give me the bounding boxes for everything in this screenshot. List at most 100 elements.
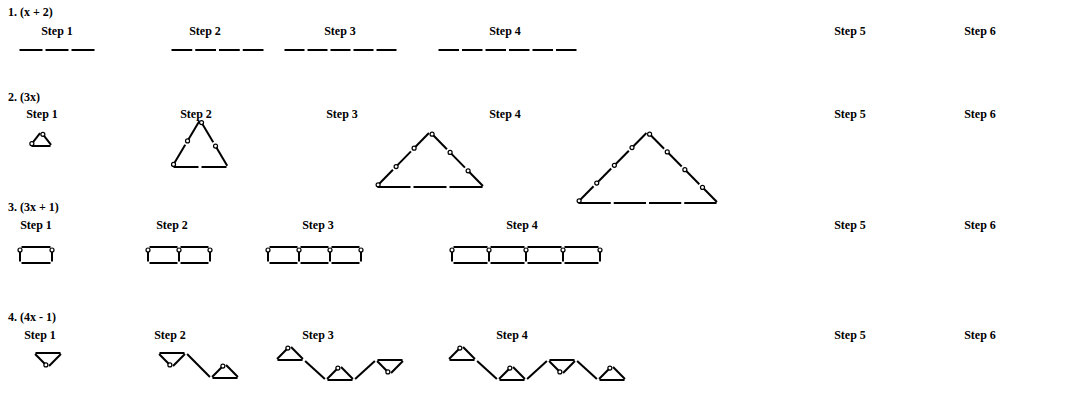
step-label: Step 5 [834, 218, 866, 232]
matchstick [701, 186, 717, 202]
match-head [18, 248, 22, 252]
matchstick [599, 367, 611, 379]
matchstick [563, 361, 575, 373]
step-label: Step 2 [156, 218, 188, 232]
matchstick [614, 202, 646, 204]
matchstick [454, 262, 488, 264]
matchstick [20, 49, 43, 51]
match-head [44, 363, 48, 367]
matchstick [150, 262, 178, 264]
matchstick [556, 49, 577, 51]
match-head [648, 132, 652, 136]
matchstick [360, 249, 362, 262]
pattern-label: 3. (3x + 1) [8, 200, 59, 214]
step-label: Step 3 [324, 24, 356, 38]
match-head [386, 370, 390, 374]
match-head [41, 132, 45, 136]
matchstick [666, 151, 682, 167]
matchstick [499, 367, 511, 379]
step-label: Step 3 [302, 328, 334, 342]
matchstick [565, 262, 599, 264]
matchstick [509, 49, 530, 51]
matchstick [577, 361, 597, 379]
match-head [700, 185, 704, 189]
pattern-label: 1. (x + 2) [8, 5, 53, 19]
matchstick [528, 246, 562, 248]
matchstick [491, 246, 525, 248]
match-head [208, 248, 212, 252]
matchstick [181, 246, 209, 248]
matchstick [72, 49, 95, 51]
matchstick [36, 352, 61, 354]
matchstick [51, 249, 53, 262]
matchstick [527, 361, 547, 379]
match-head [200, 121, 204, 125]
matchstick [173, 354, 185, 366]
match-head [168, 363, 172, 367]
matchstick [613, 151, 629, 167]
matchstick [305, 361, 325, 379]
match-head [430, 132, 434, 136]
matchstick [46, 49, 69, 51]
step-label: Step 6 [964, 24, 996, 38]
matchstick [209, 249, 211, 262]
matchstick [35, 354, 47, 366]
matchstick [301, 262, 329, 264]
step-label: Step 1 [20, 218, 52, 232]
step-label: Step 4 [489, 107, 521, 121]
matchstick [243, 49, 264, 51]
matchstick [172, 49, 193, 51]
matchstick [377, 361, 389, 373]
pattern-label: 2. (3x) [8, 90, 40, 104]
matchstick [463, 347, 475, 359]
step-label: Step 1 [26, 107, 58, 121]
matchstick [219, 49, 240, 51]
step-label: Step 6 [964, 107, 996, 121]
matchstick [467, 170, 483, 186]
matchstick [150, 246, 178, 248]
match-head [214, 144, 218, 148]
matchstick [354, 49, 374, 51]
matchstick [178, 249, 180, 262]
matchstick [449, 151, 465, 167]
matchstick [649, 202, 681, 204]
matchstick [631, 133, 647, 149]
step-label: Step 3 [302, 218, 334, 232]
matchstick [213, 377, 238, 379]
match-head [50, 248, 54, 252]
match-head [286, 346, 290, 350]
matchstick [355, 361, 375, 379]
match-head [558, 370, 562, 374]
step-label: Step 3 [326, 107, 358, 121]
match-head [394, 165, 398, 169]
step-label: Step 2 [189, 24, 221, 38]
pattern-label: 4. (4x - 1) [8, 310, 56, 324]
match-head [608, 366, 612, 370]
match-head [595, 181, 599, 185]
matchstick [600, 379, 625, 381]
match-head [450, 248, 454, 252]
matchstick [226, 365, 238, 377]
match-head [458, 346, 462, 350]
step-label: Step 4 [496, 328, 528, 342]
matchstick [454, 246, 488, 248]
match-head [336, 366, 340, 370]
matchstick [308, 49, 328, 51]
matchstick [32, 145, 51, 147]
matchstick [431, 133, 447, 149]
matchstick [513, 367, 525, 379]
step-label: Step 2 [154, 328, 186, 342]
matchstick [332, 262, 360, 264]
matchstick [291, 347, 303, 359]
matchstick [327, 367, 339, 379]
matchstick [549, 361, 561, 373]
match-head [466, 169, 470, 173]
match-head [630, 146, 634, 150]
matchstick [462, 49, 483, 51]
matchstick [525, 249, 527, 262]
matchstick [488, 249, 490, 262]
step-label: Step 4 [506, 218, 538, 232]
matchstick [174, 166, 199, 168]
matchstick [298, 249, 300, 262]
matchstick [285, 49, 305, 51]
